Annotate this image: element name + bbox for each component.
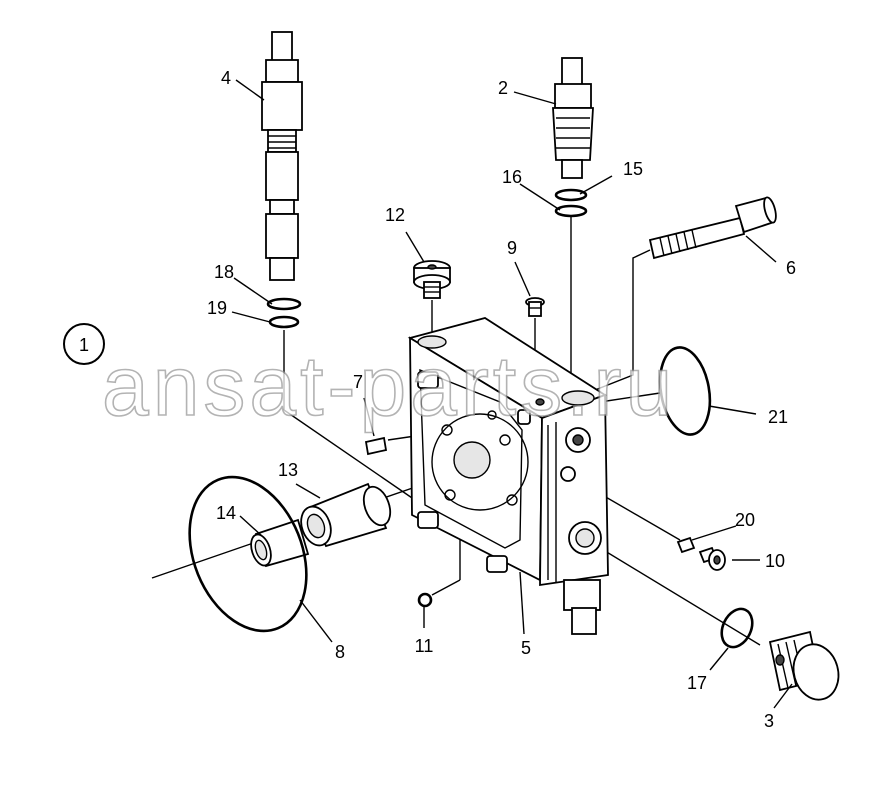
spool-valve-part-4 <box>261 31 303 281</box>
label-part-2: 2 <box>498 78 508 98</box>
label-part-12: 12 <box>385 205 405 225</box>
label-part-10: 10 <box>765 551 785 571</box>
part-labels: 2 3 4 5 6 7 8 9 10 11 12 13 14 15 16 17 … <box>207 68 796 731</box>
screw-part-9 <box>525 297 545 317</box>
group-number: 1 <box>79 335 89 355</box>
o-rings <box>266 188 754 649</box>
pin-part-7 <box>364 436 388 456</box>
label-part-16: 16 <box>502 167 522 187</box>
group-number-badge: 1 <box>63 323 105 365</box>
label-part-11: 11 <box>415 636 434 656</box>
plugs-part-20-10 <box>676 536 726 571</box>
label-part-14: 14 <box>216 503 236 523</box>
label-part-6: 6 <box>786 258 796 278</box>
label-part-19: 19 <box>207 298 227 318</box>
label-part-18: 18 <box>214 262 234 282</box>
label-part-17: 17 <box>687 673 707 693</box>
seal-ring-part-8 <box>188 475 308 633</box>
sleeve-part-13 <box>300 482 392 548</box>
label-part-7: 7 <box>353 372 363 392</box>
cartridge-part-2 <box>552 57 594 179</box>
label-part-8: 8 <box>335 642 345 662</box>
label-part-4: 4 <box>221 68 231 88</box>
watermark: ansat-parts.ru <box>102 339 676 433</box>
label-part-9: 9 <box>507 238 517 258</box>
label-part-20: 20 <box>735 510 755 530</box>
label-part-21: 21 <box>768 407 788 427</box>
o-ring-part-21 <box>658 346 712 436</box>
label-part-13: 13 <box>278 460 298 480</box>
label-part-15: 15 <box>623 159 643 179</box>
bolt-part-6 <box>648 196 777 260</box>
valve-body <box>407 317 609 635</box>
bushing-part-14 <box>250 518 310 568</box>
relief-plug-part-3 <box>768 630 840 701</box>
label-part-5: 5 <box>521 638 531 658</box>
label-part-3: 3 <box>764 711 774 731</box>
plug-part-12 <box>413 260 451 299</box>
label-leaders <box>231 79 793 709</box>
